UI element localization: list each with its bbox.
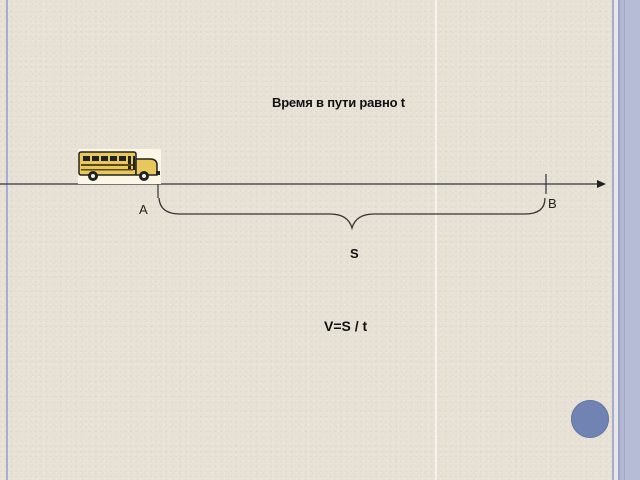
center-divider-line — [435, 0, 437, 480]
circle-nav-button[interactable] — [571, 400, 609, 438]
slide-title: Время в пути равно t — [272, 95, 405, 110]
distance-label: S — [350, 246, 359, 261]
right-border-rule — [612, 0, 614, 480]
right-border-gap — [614, 0, 618, 480]
right-decorative-band — [618, 0, 640, 480]
axis-arrow-icon — [597, 180, 606, 188]
left-border-rule — [6, 0, 8, 480]
point-b-label: B — [548, 196, 557, 211]
point-a-label: A — [139, 202, 148, 217]
speed-formula: V=S / t — [324, 318, 368, 334]
distance-brace — [158, 197, 546, 231]
school-bus-icon — [78, 149, 161, 184]
